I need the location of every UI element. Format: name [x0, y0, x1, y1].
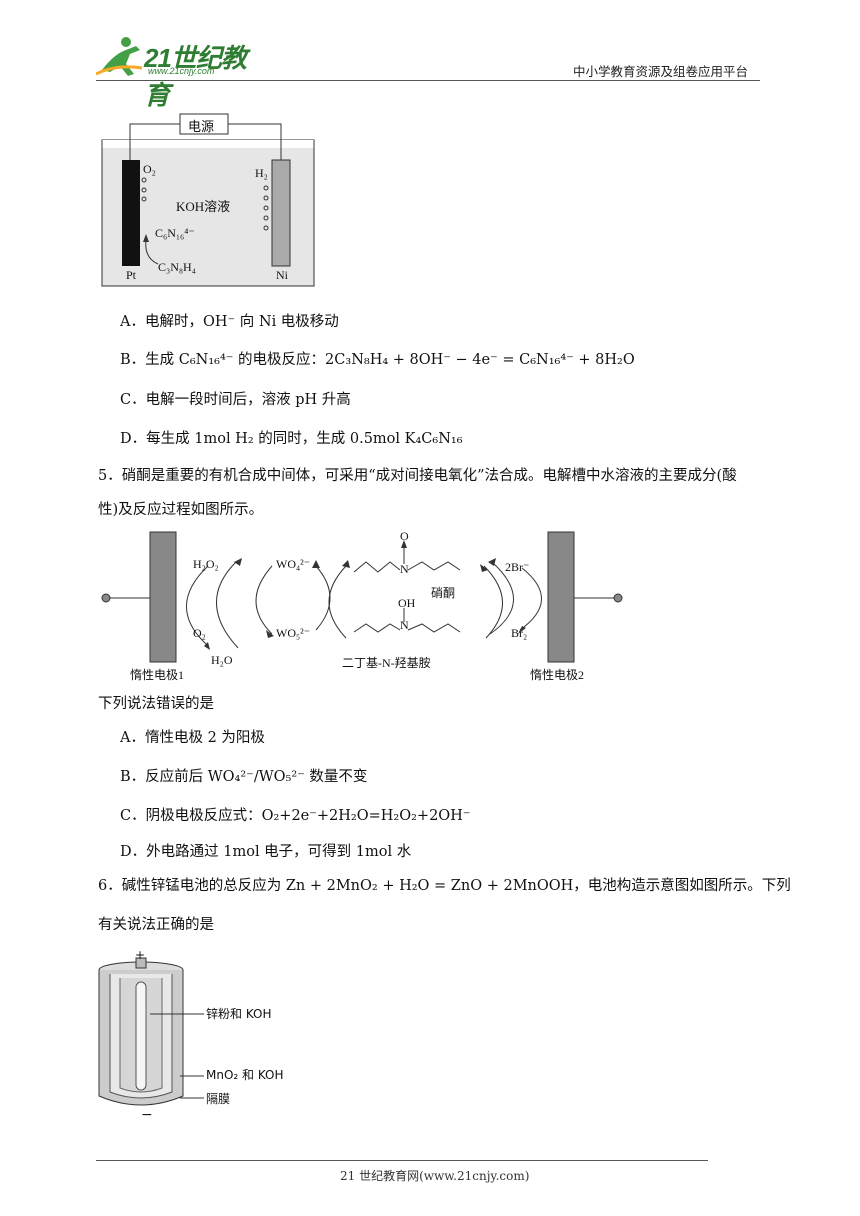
logo-text: 21世纪教育: [144, 43, 247, 110]
o-atom-label: O: [400, 529, 409, 543]
q6-stem-line2: 有关说法正确的是: [98, 917, 214, 933]
bromide-label: 2Br⁻: [505, 560, 530, 574]
electrolysis-cell-figure: [101, 113, 315, 287]
power-source-label: 电源: [188, 119, 215, 134]
product-anion-label: C₆N₁₆⁴⁻: [155, 226, 195, 240]
q5-option-c: C．阴极电极反应式：O₂+2e⁻+2H₂O=H₂O₂+2OH⁻: [120, 808, 471, 824]
q4-option-d: D．每生成 1mol H₂ 的同时，生成 0.5mol K₄C₆N₁₆: [120, 431, 463, 447]
reactant-label: C₃N₈H₄: [158, 260, 196, 274]
n-atom-label-nitrone: N: [400, 562, 409, 576]
battery-positive-label: +: [135, 948, 146, 962]
wo5-label: WO₅²⁻: [276, 626, 311, 640]
separator-label: 隔膜: [206, 1092, 231, 1106]
h2-label: H₂: [255, 166, 268, 180]
pt-electrode-label: Pt: [126, 268, 137, 282]
wo4-label: WO₄²⁻: [276, 557, 311, 571]
n-atom-label-amine: N: [400, 618, 409, 632]
o2-label-q5: O₂: [193, 626, 206, 640]
bromine-label: Br₂: [511, 626, 528, 640]
paired-electrolysis-figure: [101, 531, 623, 663]
header-logo: 21世纪教育 www.21cnjy.com: [96, 34, 266, 110]
koh-solution-label: KOH溶液: [176, 199, 231, 214]
o2-label: O₂: [143, 162, 156, 176]
header-platform-text: 中小学教育资源及组卷应用平台: [573, 64, 749, 79]
nitrone-label: 硝酮: [431, 586, 456, 600]
q5-prompt: 下列说法错误的是: [98, 696, 214, 712]
mno2-koh-label: MnO₂ 和 KOH: [206, 1068, 284, 1082]
runner-logo-icon: [96, 37, 143, 76]
zinc-koh-label: 锌粉和 KOH: [206, 1007, 272, 1021]
logo-url: www.21cnjy.com: [148, 66, 215, 76]
alkaline-battery-figure: [98, 957, 184, 1106]
q5-option-b: B．反应前后 WO₄²⁻/WO₅²⁻ 数量不变: [120, 769, 368, 785]
h2o2-label: H₂O₂: [193, 557, 219, 571]
battery-negative-label: −: [141, 1107, 153, 1123]
footer-divider: [96, 1160, 708, 1161]
q4-option-c: C．电解一段时间后，溶液 pH 升高: [120, 392, 351, 408]
header-divider: [96, 80, 760, 81]
q4-option-b: B．生成 C₆N₁₆⁴⁻ 的电极反应：2C₃N₈H₄ + 8OH⁻ − 4e⁻ …: [120, 352, 635, 368]
q5-stem-line2: 性)及反应过程如图所示。: [98, 502, 264, 518]
q5-option-a: A．惰性电极 2 为阳极: [120, 730, 265, 746]
oh-label: OH: [398, 596, 416, 610]
q4-option-a: A．电解时，OH⁻ 向 Ni 电极移动: [120, 314, 339, 330]
electrode1-label: 惰性电极1: [130, 668, 185, 682]
q5-stem-line1: 5．硝酮是重要的有机合成中间体，可采用“成对间接电氧化”法合成。电解槽中水溶液的…: [98, 468, 737, 484]
h2o-label: H₂O: [211, 653, 233, 667]
electrode2-label: 惰性电极2: [530, 668, 585, 682]
callout-lines: [150, 1013, 204, 1099]
ni-electrode-label: Ni: [276, 268, 288, 282]
hydroxylamine-label: 二丁基-N-羟基胺: [342, 656, 431, 670]
q5-option-d: D．外电路通过 1mol 电子，可得到 1mol 水: [120, 844, 412, 860]
q6-stem-line1: 6．碱性锌锰电池的总反应为 Zn + 2MnO₂ + H₂O = ZnO + 2…: [98, 878, 791, 894]
footer-text: 21 世纪教育网(www.21cnjy.com): [340, 1169, 530, 1183]
